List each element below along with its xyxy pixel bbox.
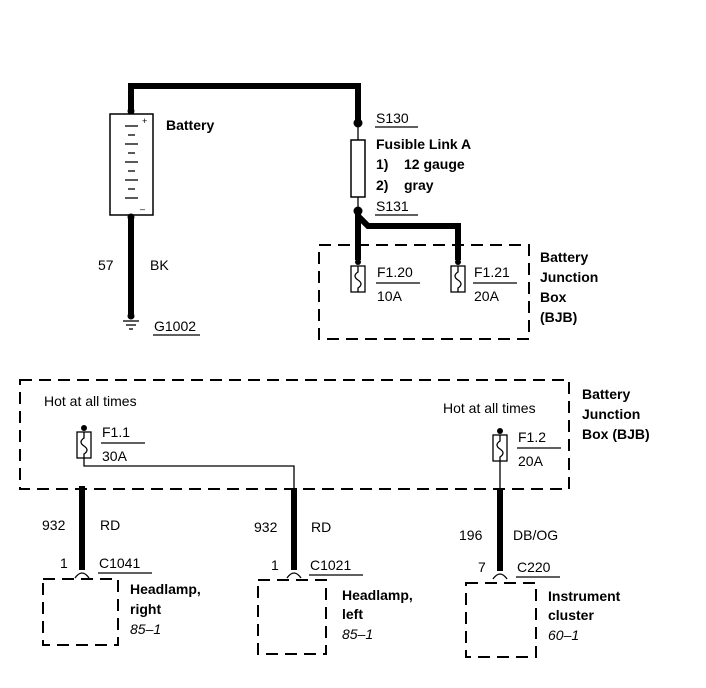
battery-power-wire: [128, 83, 361, 121]
f11-branch-line: [83, 458, 295, 488]
fuse-f12-rating: 20A: [518, 453, 544, 469]
svg-text:+: +: [142, 116, 147, 126]
fusible-link-title: Fusible Link A: [376, 136, 471, 152]
fuse-f11-icon: [76, 425, 92, 459]
fuse-f120-id: F1.20: [377, 264, 413, 280]
comp2-line2: left: [342, 606, 363, 622]
bottom-bjb-label-line1: Battery: [582, 386, 630, 402]
wire2-color: RD: [311, 519, 331, 535]
comp3-ref: 60–1: [548, 627, 579, 643]
hot-at-all-times-left: Hot at all times: [44, 393, 137, 409]
connector-c220-icon: [492, 573, 508, 580]
wire3-color: DB/OG: [513, 527, 558, 543]
comp3-line1: Instrument: [548, 588, 621, 604]
wire3-circuit: 196: [459, 527, 483, 543]
fuse-f121-icon: [450, 259, 466, 293]
fuse-f121-id: F1.21: [474, 264, 510, 280]
conn2-pin: 1: [271, 557, 279, 573]
fusible-link-symbol: [350, 139, 366, 198]
connector-c1021-icon: [286, 572, 302, 579]
ground-wire-color: BK: [150, 257, 169, 273]
hot-at-all-times-right: Hot at all times: [443, 400, 536, 416]
splice-s131-label: S131: [376, 198, 409, 214]
fuse-f11-rating: 30A: [102, 448, 128, 464]
conn2-id: C1021: [310, 557, 351, 573]
comp2-ref: 85–1: [342, 626, 373, 642]
instrument-cluster-box: [465, 582, 537, 658]
fuse-f121-rating: 20A: [474, 288, 500, 304]
top-bjb-label-line1: Battery: [540, 249, 588, 265]
bottom-bjb-label-line2: Junction: [582, 406, 640, 422]
comp2-line1: Headlamp,: [342, 587, 413, 603]
bottom-bjb-label-line3: Box (BJB): [582, 426, 650, 442]
conn1-pin: 1: [60, 555, 68, 571]
splice-s130-label: S130: [376, 110, 409, 126]
svg-text:–: –: [140, 204, 145, 214]
comp1-line2: right: [130, 601, 161, 617]
comp3-line2: cluster: [548, 607, 594, 623]
fuse-f120-icon: [350, 259, 366, 293]
fuse-f120-rating: 10A: [377, 288, 403, 304]
headlamp-left-box: [257, 579, 327, 655]
fusible-spec2: gray: [404, 177, 434, 193]
ground-id: G1002: [154, 318, 196, 334]
battery-label: Battery: [166, 117, 214, 133]
top-bjb-label-line3: Box: [540, 289, 567, 305]
wire1-color: RD: [100, 517, 120, 533]
conn1-id: C1041: [99, 555, 140, 571]
fuse-f12-id: F1.2: [518, 429, 546, 445]
comp1-ref: 85–1: [130, 621, 161, 637]
top-bjb-label-line2: Junction: [540, 269, 598, 285]
battery-symbol: + –: [109, 107, 154, 221]
fusible-spec1-num: 1): [376, 156, 388, 172]
wire2-circuit: 932: [254, 519, 278, 535]
top-bjb-box: [318, 244, 530, 340]
headlamp-right-box: [42, 578, 119, 646]
ground-wire-circuit: 57: [98, 257, 114, 273]
fusible-spec2-num: 2): [376, 177, 388, 193]
wire1-circuit: 932: [42, 517, 66, 533]
splice-s130-dot: [353, 118, 363, 128]
s131-to-f121-wire: [355, 213, 461, 260]
fusible-spec1: 12 gauge: [404, 156, 465, 172]
fuse-f11-id: F1.1: [102, 424, 130, 440]
conn3-pin: 7: [478, 559, 486, 575]
ground-icon: [123, 312, 139, 330]
connector-c1041-icon: [74, 572, 90, 579]
top-bjb-label-line4: (BJB): [540, 309, 577, 325]
fuse-f12-icon: [492, 428, 508, 462]
conn3-id: C220: [517, 559, 551, 575]
comp1-line1: Headlamp,: [130, 581, 201, 597]
